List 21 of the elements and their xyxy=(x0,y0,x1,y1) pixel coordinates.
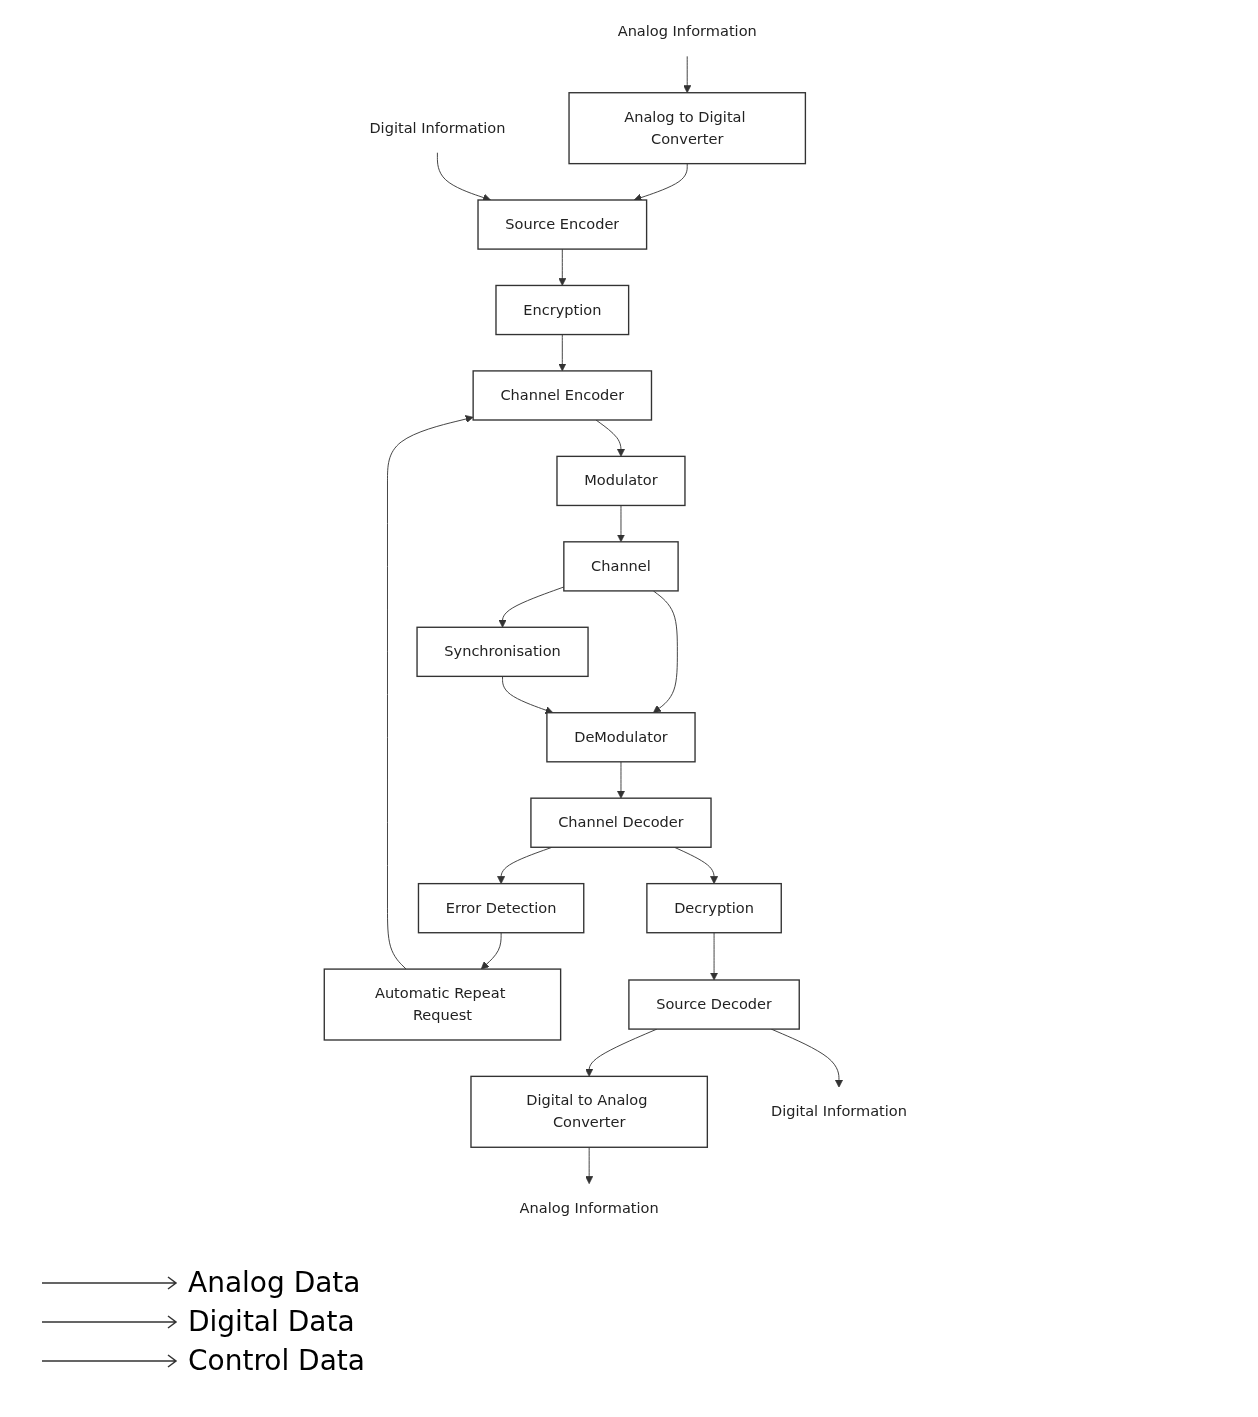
node-text: Analog Information xyxy=(519,1199,659,1217)
node-box: Channel Encoder xyxy=(472,370,652,421)
legend-label: Digital Data xyxy=(188,1305,355,1338)
node-box: Channel Decoder xyxy=(530,797,712,848)
node-box: Source Decoder xyxy=(627,979,800,1030)
node-text: Digital Information xyxy=(770,1102,907,1120)
legend-label: Control Data xyxy=(188,1344,365,1377)
legend-label: Analog Data xyxy=(188,1266,361,1299)
node-text: Digital Information xyxy=(369,119,506,137)
node-box: DeModulator xyxy=(545,712,696,763)
node-box: Synchronisation xyxy=(416,626,589,678)
node-box: Analog to Digital Converter xyxy=(568,92,806,165)
node-box: Error Detection xyxy=(417,882,585,934)
node-box: Source Encoder xyxy=(477,199,647,250)
node-box: Channel xyxy=(562,541,679,592)
node-box: Digital to Analog Converter xyxy=(470,1075,708,1148)
node-box: Decryption xyxy=(645,882,782,934)
node-text: Analog Information xyxy=(617,22,757,40)
node-box: Modulator xyxy=(556,455,686,507)
node-box: Automatic Repeat Request xyxy=(323,968,562,1041)
node-box: Encryption xyxy=(495,284,630,336)
